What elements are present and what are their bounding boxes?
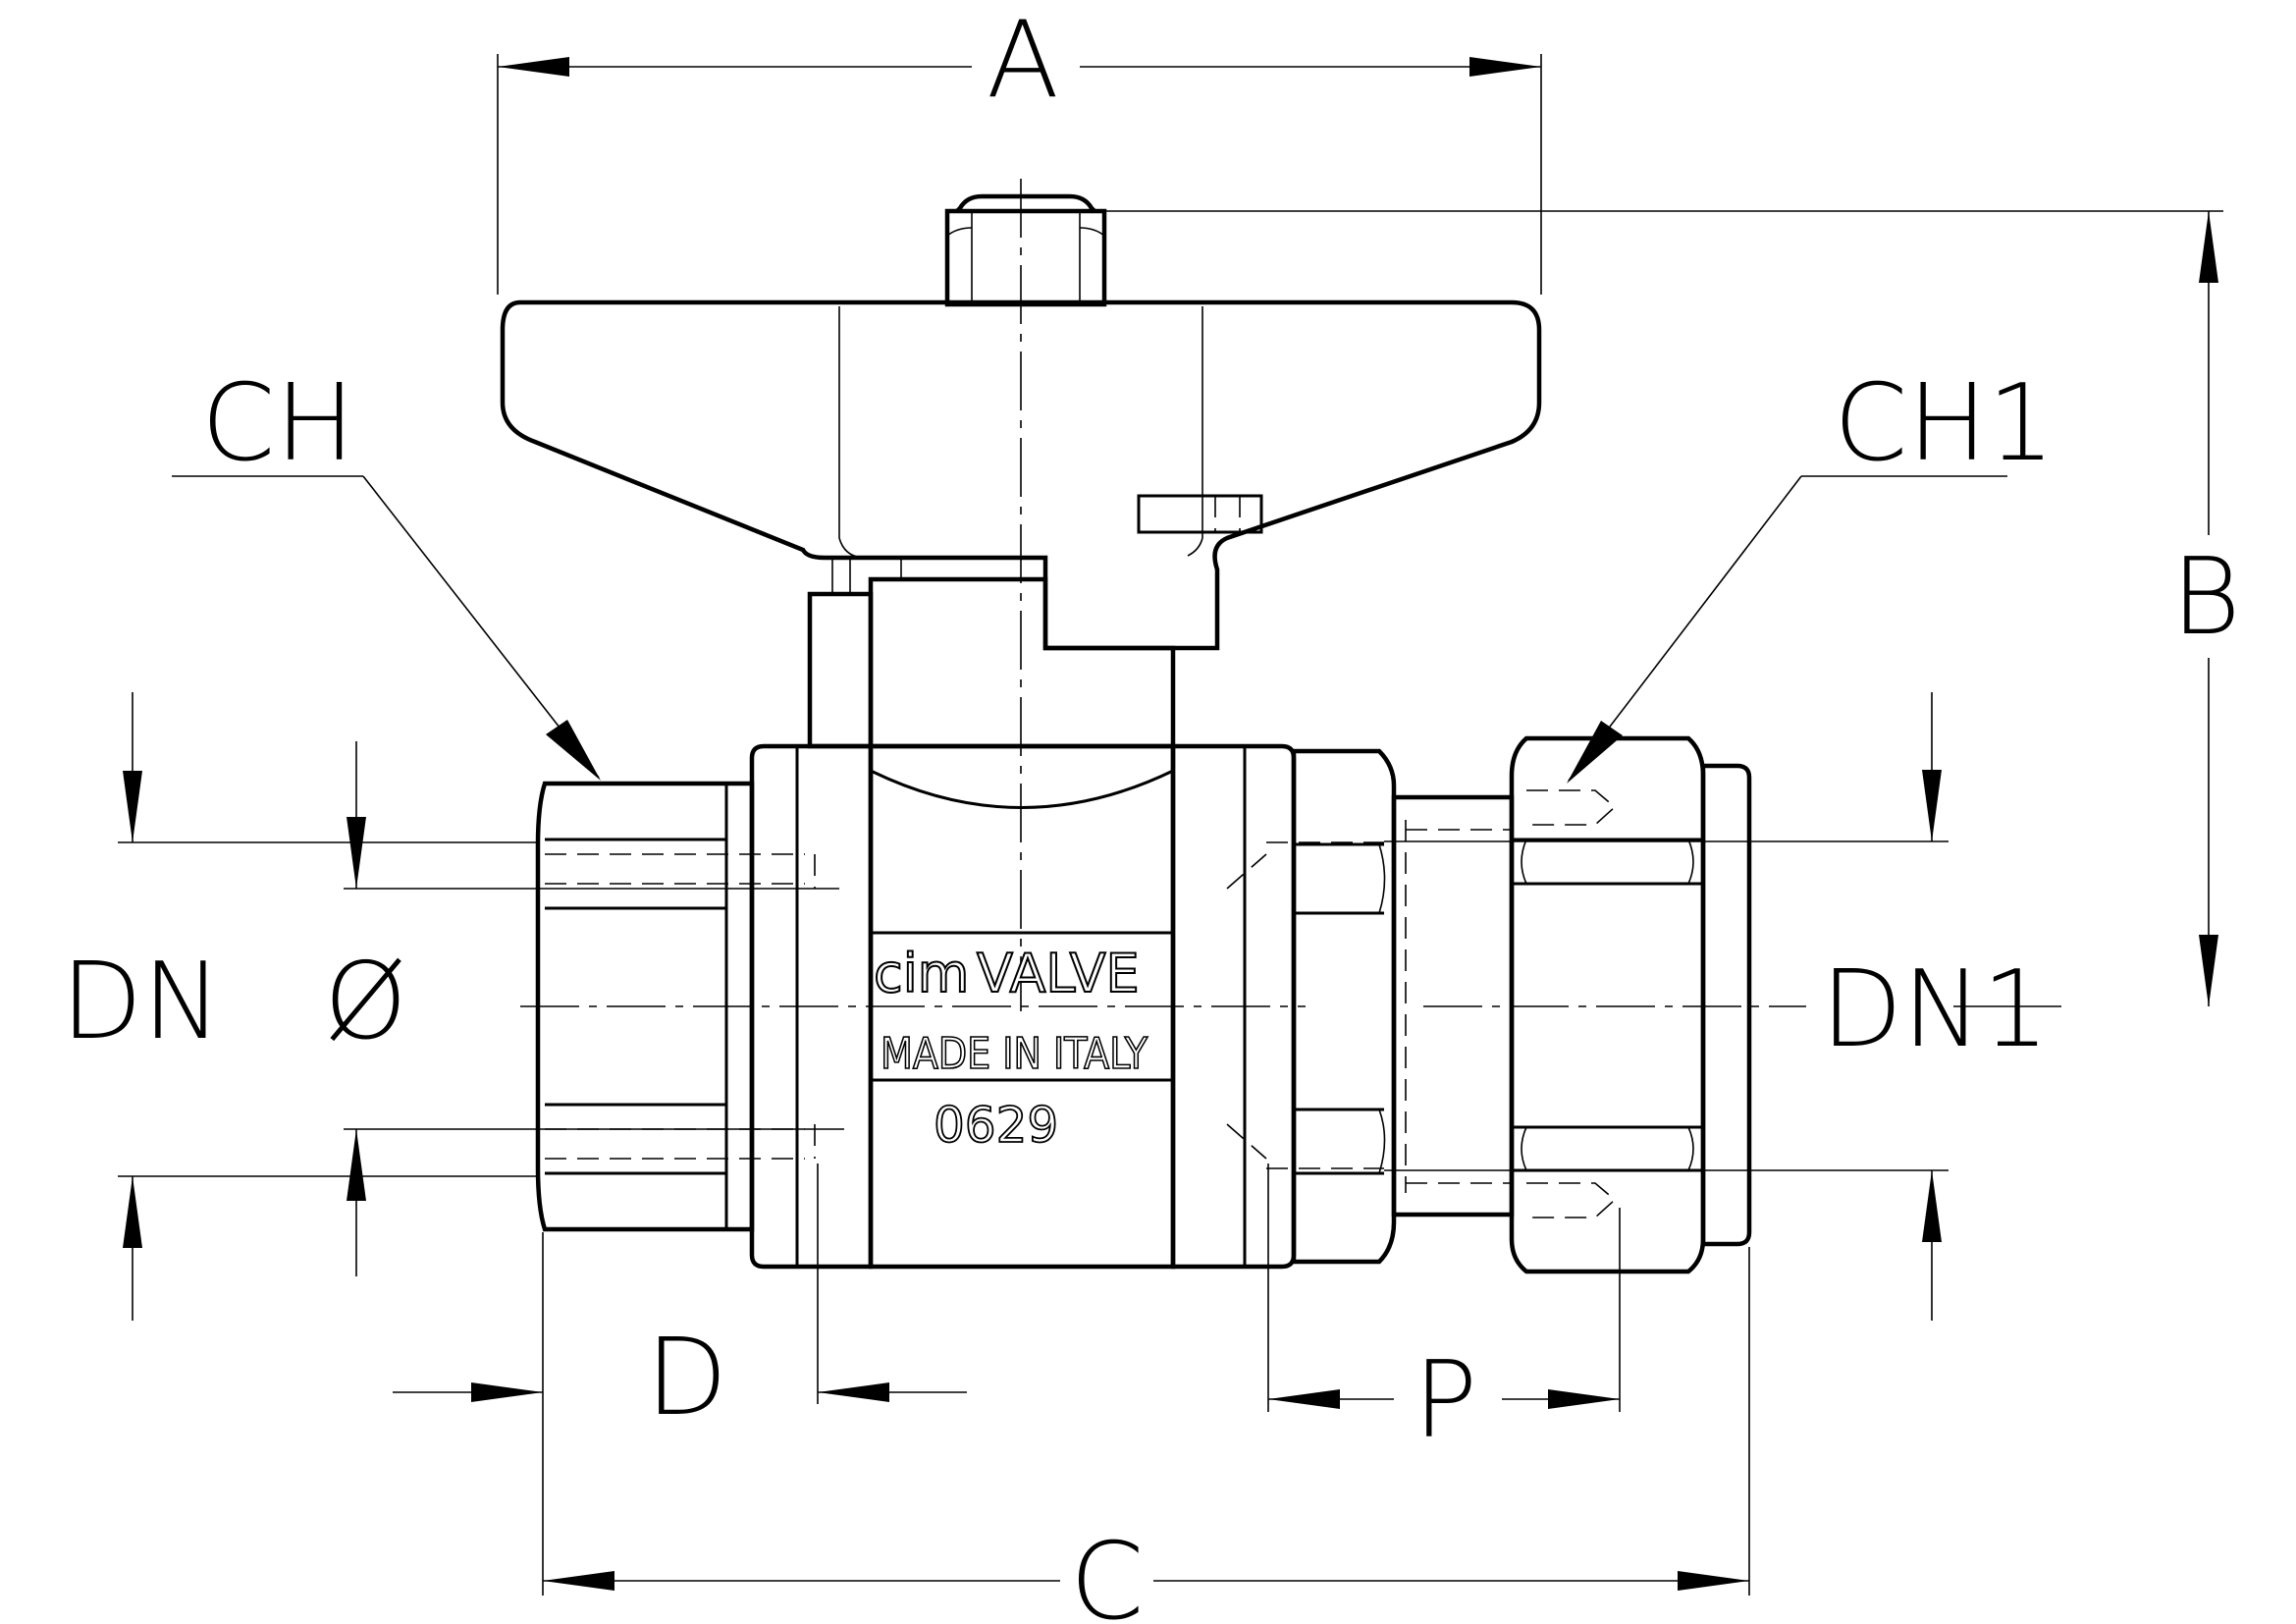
dimension-p: P [1267,1164,1621,1462]
dimension-a: A [497,0,1542,295]
dimension-dn: DN [61,692,540,1321]
dimension-dn1: DN1 [1384,692,2050,1321]
dim-label-diameter: Ø [324,941,407,1063]
code-marking: 0629 [934,1097,1058,1154]
brand-suffix: VALVE [977,943,1140,1004]
dim-label-p: P [1414,1339,1477,1462]
valve-body: cim VALVE MADE IN ITALY 0629 [535,576,1752,1274]
label-ch: CH [201,362,355,485]
dim-label-dn: DN [61,941,222,1063]
leader-ch1: CH1 [1567,362,2055,784]
dimension-d: D [393,1164,967,1439]
dim-label-b: B [2171,536,2241,659]
top-nut [944,193,1107,307]
label-ch1: CH1 [1834,362,2055,485]
dimension-diameter: Ø [324,741,844,1276]
origin-marking: MADE IN ITALY [881,1029,1148,1079]
stem [807,558,902,749]
dim-label-d: D [646,1317,727,1439]
dimension-c: C [542,1232,1750,1624]
leader-ch: CH [172,362,601,781]
dim-label-c: C [1070,1521,1144,1624]
dim-label-dn1: DN1 [1821,948,2050,1071]
brand-prefix: cim [874,943,969,1004]
dim-label-a: A [987,0,1059,122]
dimension-b: B [1031,210,2241,1006]
